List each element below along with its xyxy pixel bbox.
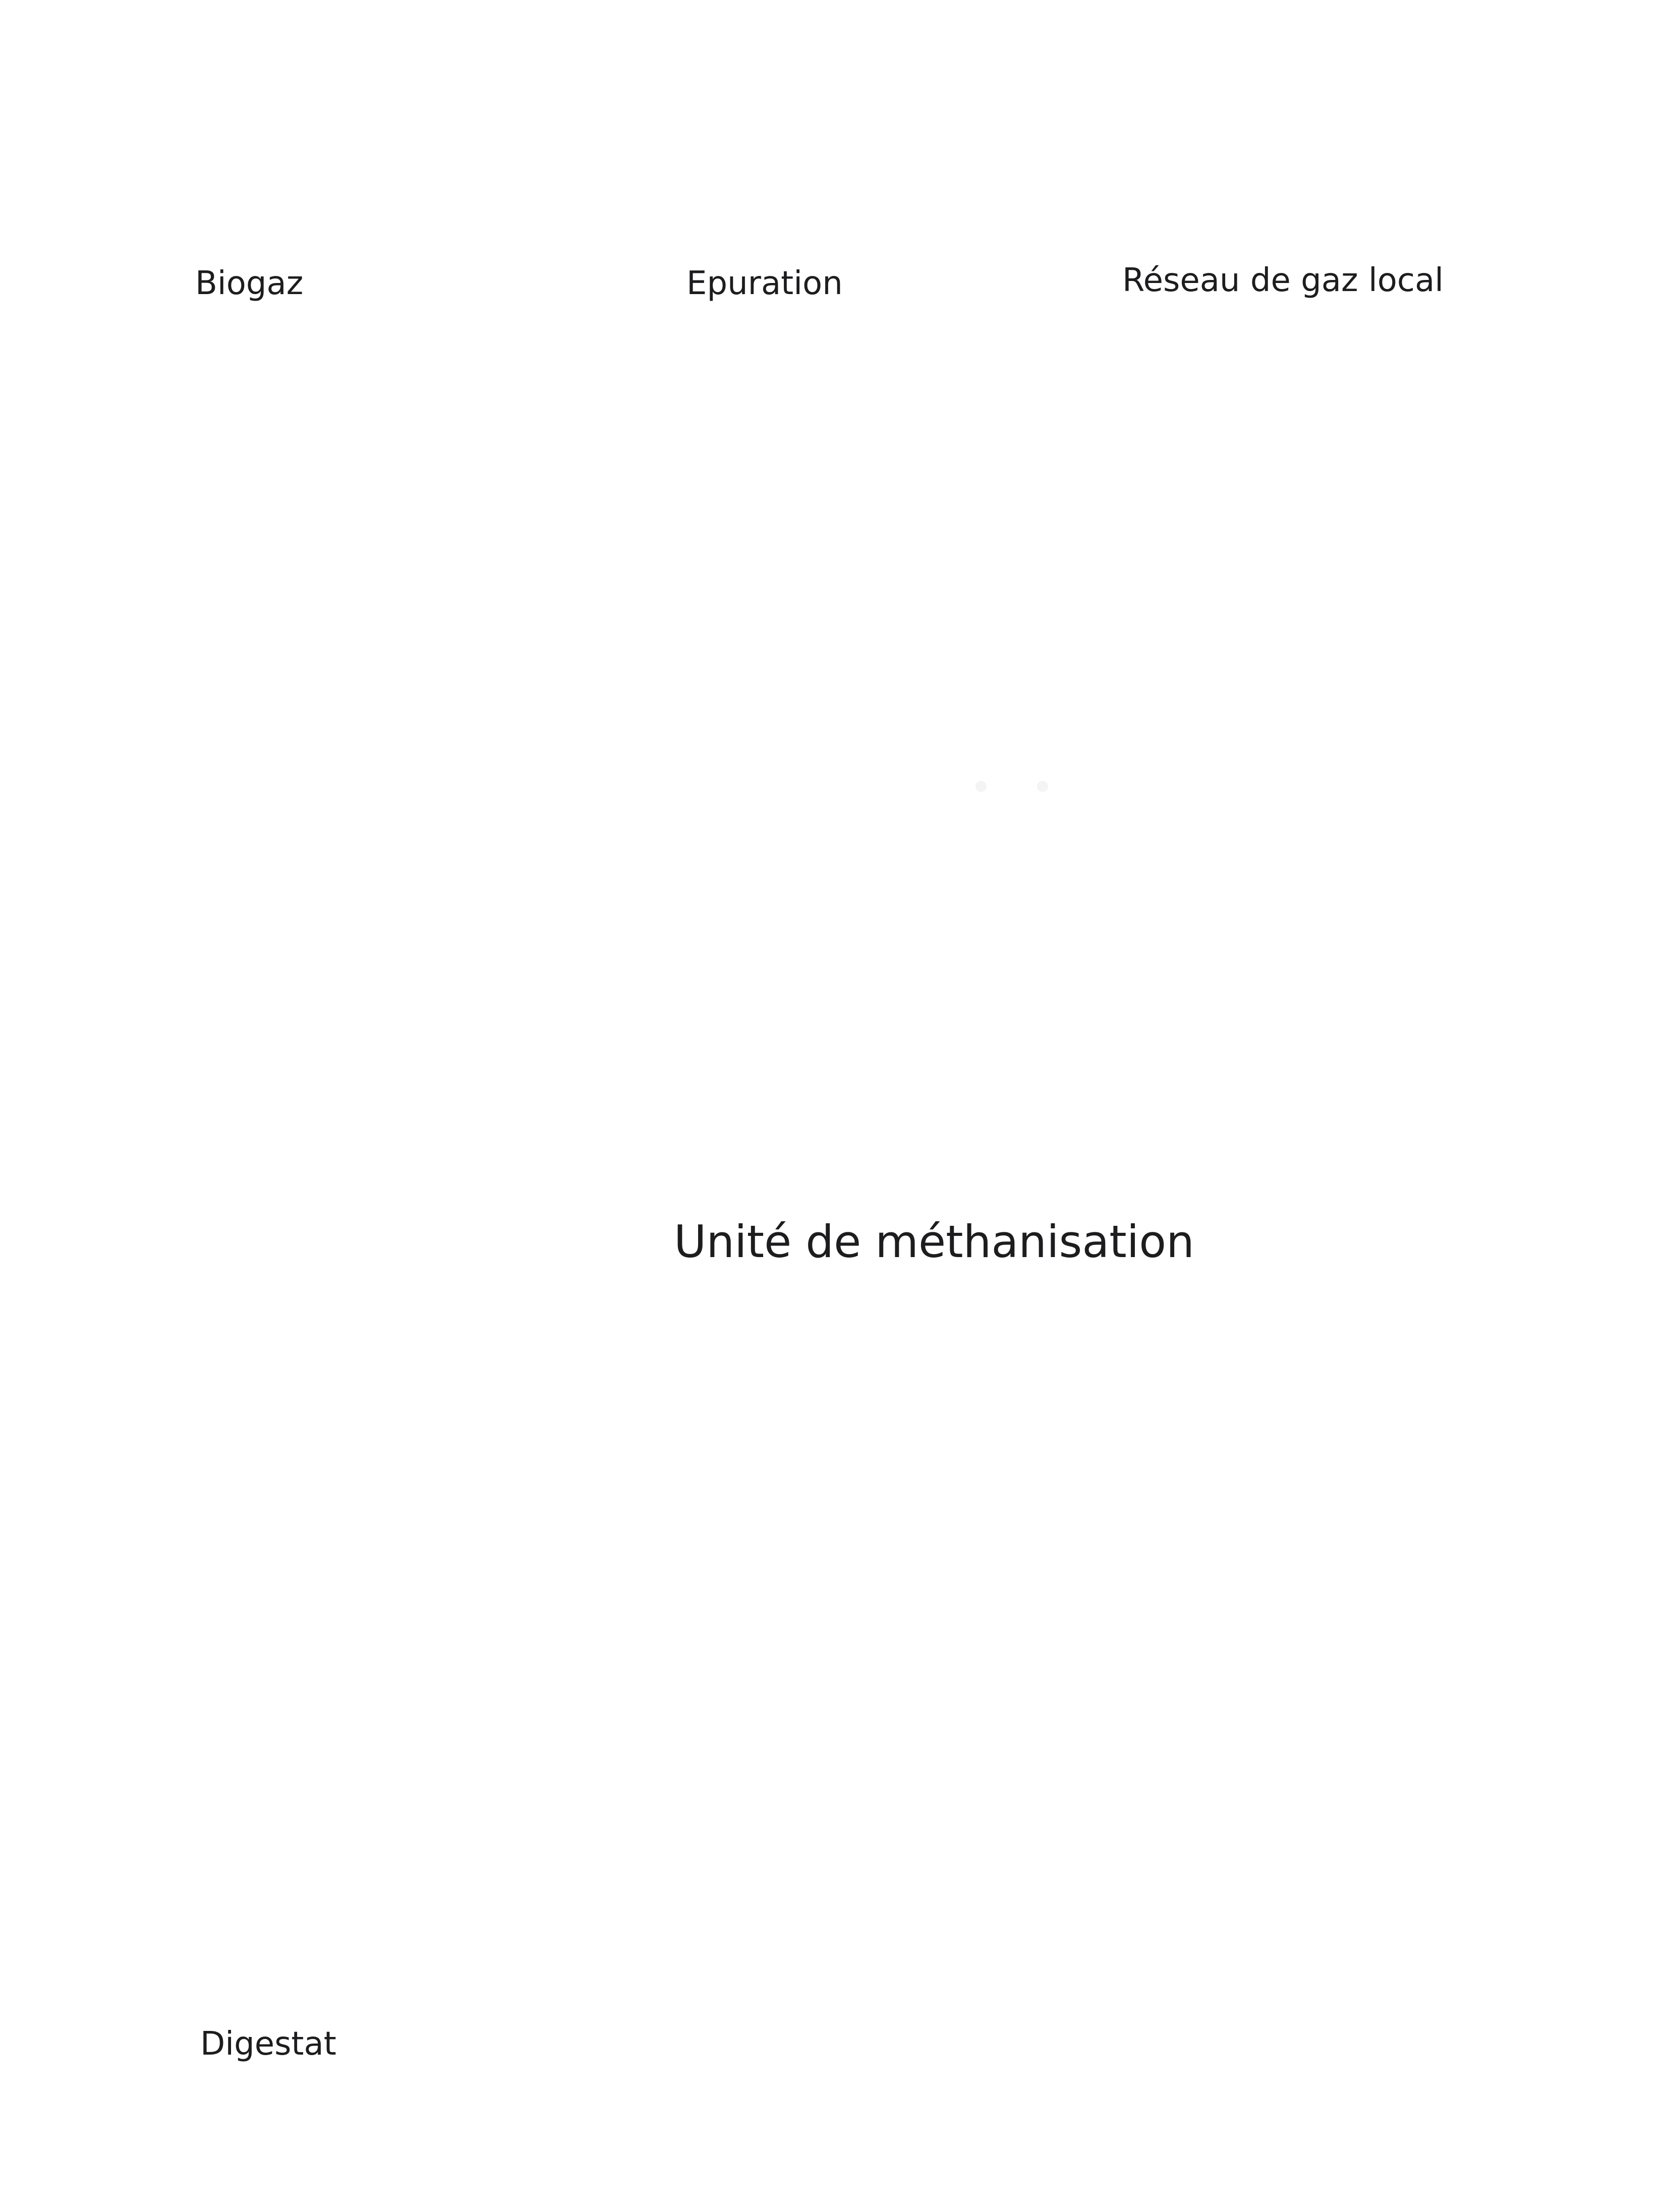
faint-dot-marker — [975, 781, 987, 792]
epuration-label: Epuration — [686, 265, 843, 302]
digestate-label: Digestat — [200, 2025, 336, 2063]
local-gas-network-label: Réseau de gaz local — [1122, 262, 1444, 299]
biogaz-label: Biogaz — [195, 265, 304, 302]
methanization-unit-label: Unité de méthanisation — [674, 1216, 1194, 1268]
faint-dot-marker — [1037, 781, 1048, 792]
